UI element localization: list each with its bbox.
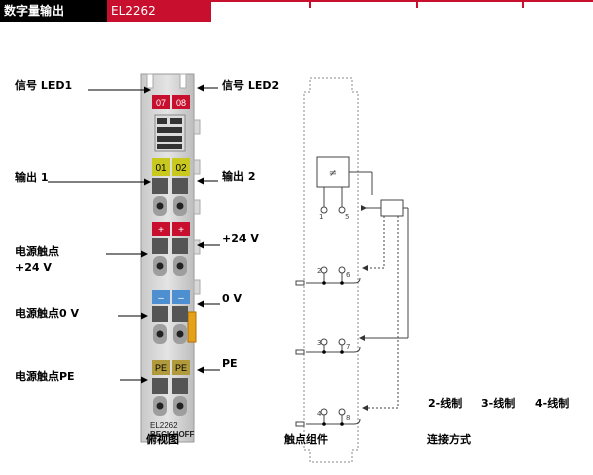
pin-2: 2 [317, 267, 321, 275]
caption-connection: 连接方式 [427, 433, 471, 446]
label-output2: 输出 2 [222, 170, 256, 183]
pe-label-left: PE [155, 363, 167, 373]
led-08 [172, 95, 190, 109]
led-02 [172, 158, 190, 176]
contact-schematic: ≠ [295, 77, 409, 463]
label-output1: 输出 1 [15, 171, 49, 184]
led-08-label: 08 [176, 98, 186, 108]
wiring-2: 2-线制 [428, 397, 463, 410]
pin-1: 1 [319, 213, 323, 221]
pin-4: 4 [317, 410, 322, 418]
header-tick [309, 0, 311, 8]
label-plus24v: +24 V [222, 232, 259, 245]
led-07 [152, 95, 170, 109]
led-01-label: 01 [155, 163, 167, 174]
load-box [380, 199, 404, 217]
pin-6: 6 [346, 271, 351, 279]
minus-sign-right: – [178, 293, 184, 304]
header-model: EL2262 [107, 0, 211, 22]
label-signal-led1: 信号 LED1 [15, 79, 73, 92]
caption-contacts: 触点组件 [284, 433, 328, 446]
module-model: EL2262 [150, 421, 178, 430]
wiring-4: 4-线制 [535, 397, 570, 410]
pe-label-right: PE [175, 363, 187, 373]
terminal-module: 07 08 01 02 + + – [140, 73, 201, 443]
pin-5: 5 [345, 213, 349, 221]
label-pe: PE [222, 357, 238, 370]
label-power-24v: 电源触点 [15, 245, 59, 258]
label-power-pe: 电源触点PE [15, 370, 75, 383]
output-chip [316, 156, 350, 188]
plus-sign-left: + [158, 225, 164, 236]
header-rule [211, 0, 593, 2]
led-01 [152, 158, 170, 176]
label-power-24v-value: +24 V [15, 261, 52, 274]
led-07-label: 07 [156, 98, 166, 108]
label-power-0v: 电源触点0 V [15, 307, 79, 320]
wiring-3: 3-线制 [481, 397, 516, 410]
caption-top-view: 俯视图 [146, 433, 179, 446]
header-bar: 数字量输出 EL2262 [0, 0, 593, 22]
minus-sign-left: – [158, 293, 164, 304]
module-brand: BECKHOFF [150, 430, 195, 439]
label-signal-led2: 信号 LED2 [222, 79, 280, 92]
led-02-label: 02 [175, 163, 187, 174]
callout-arrows [48, 84, 220, 384]
pin-8: 8 [346, 414, 350, 422]
pin-3: 3 [317, 339, 321, 347]
plus-sign-right: + [178, 225, 184, 236]
header-tick [416, 0, 418, 8]
pin-7: 7 [346, 343, 350, 351]
chip-symbol: ≠ [329, 168, 337, 179]
header-tick [522, 0, 524, 8]
header-title: 数字量输出 [0, 0, 107, 22]
label-0v: 0 V [222, 292, 242, 305]
